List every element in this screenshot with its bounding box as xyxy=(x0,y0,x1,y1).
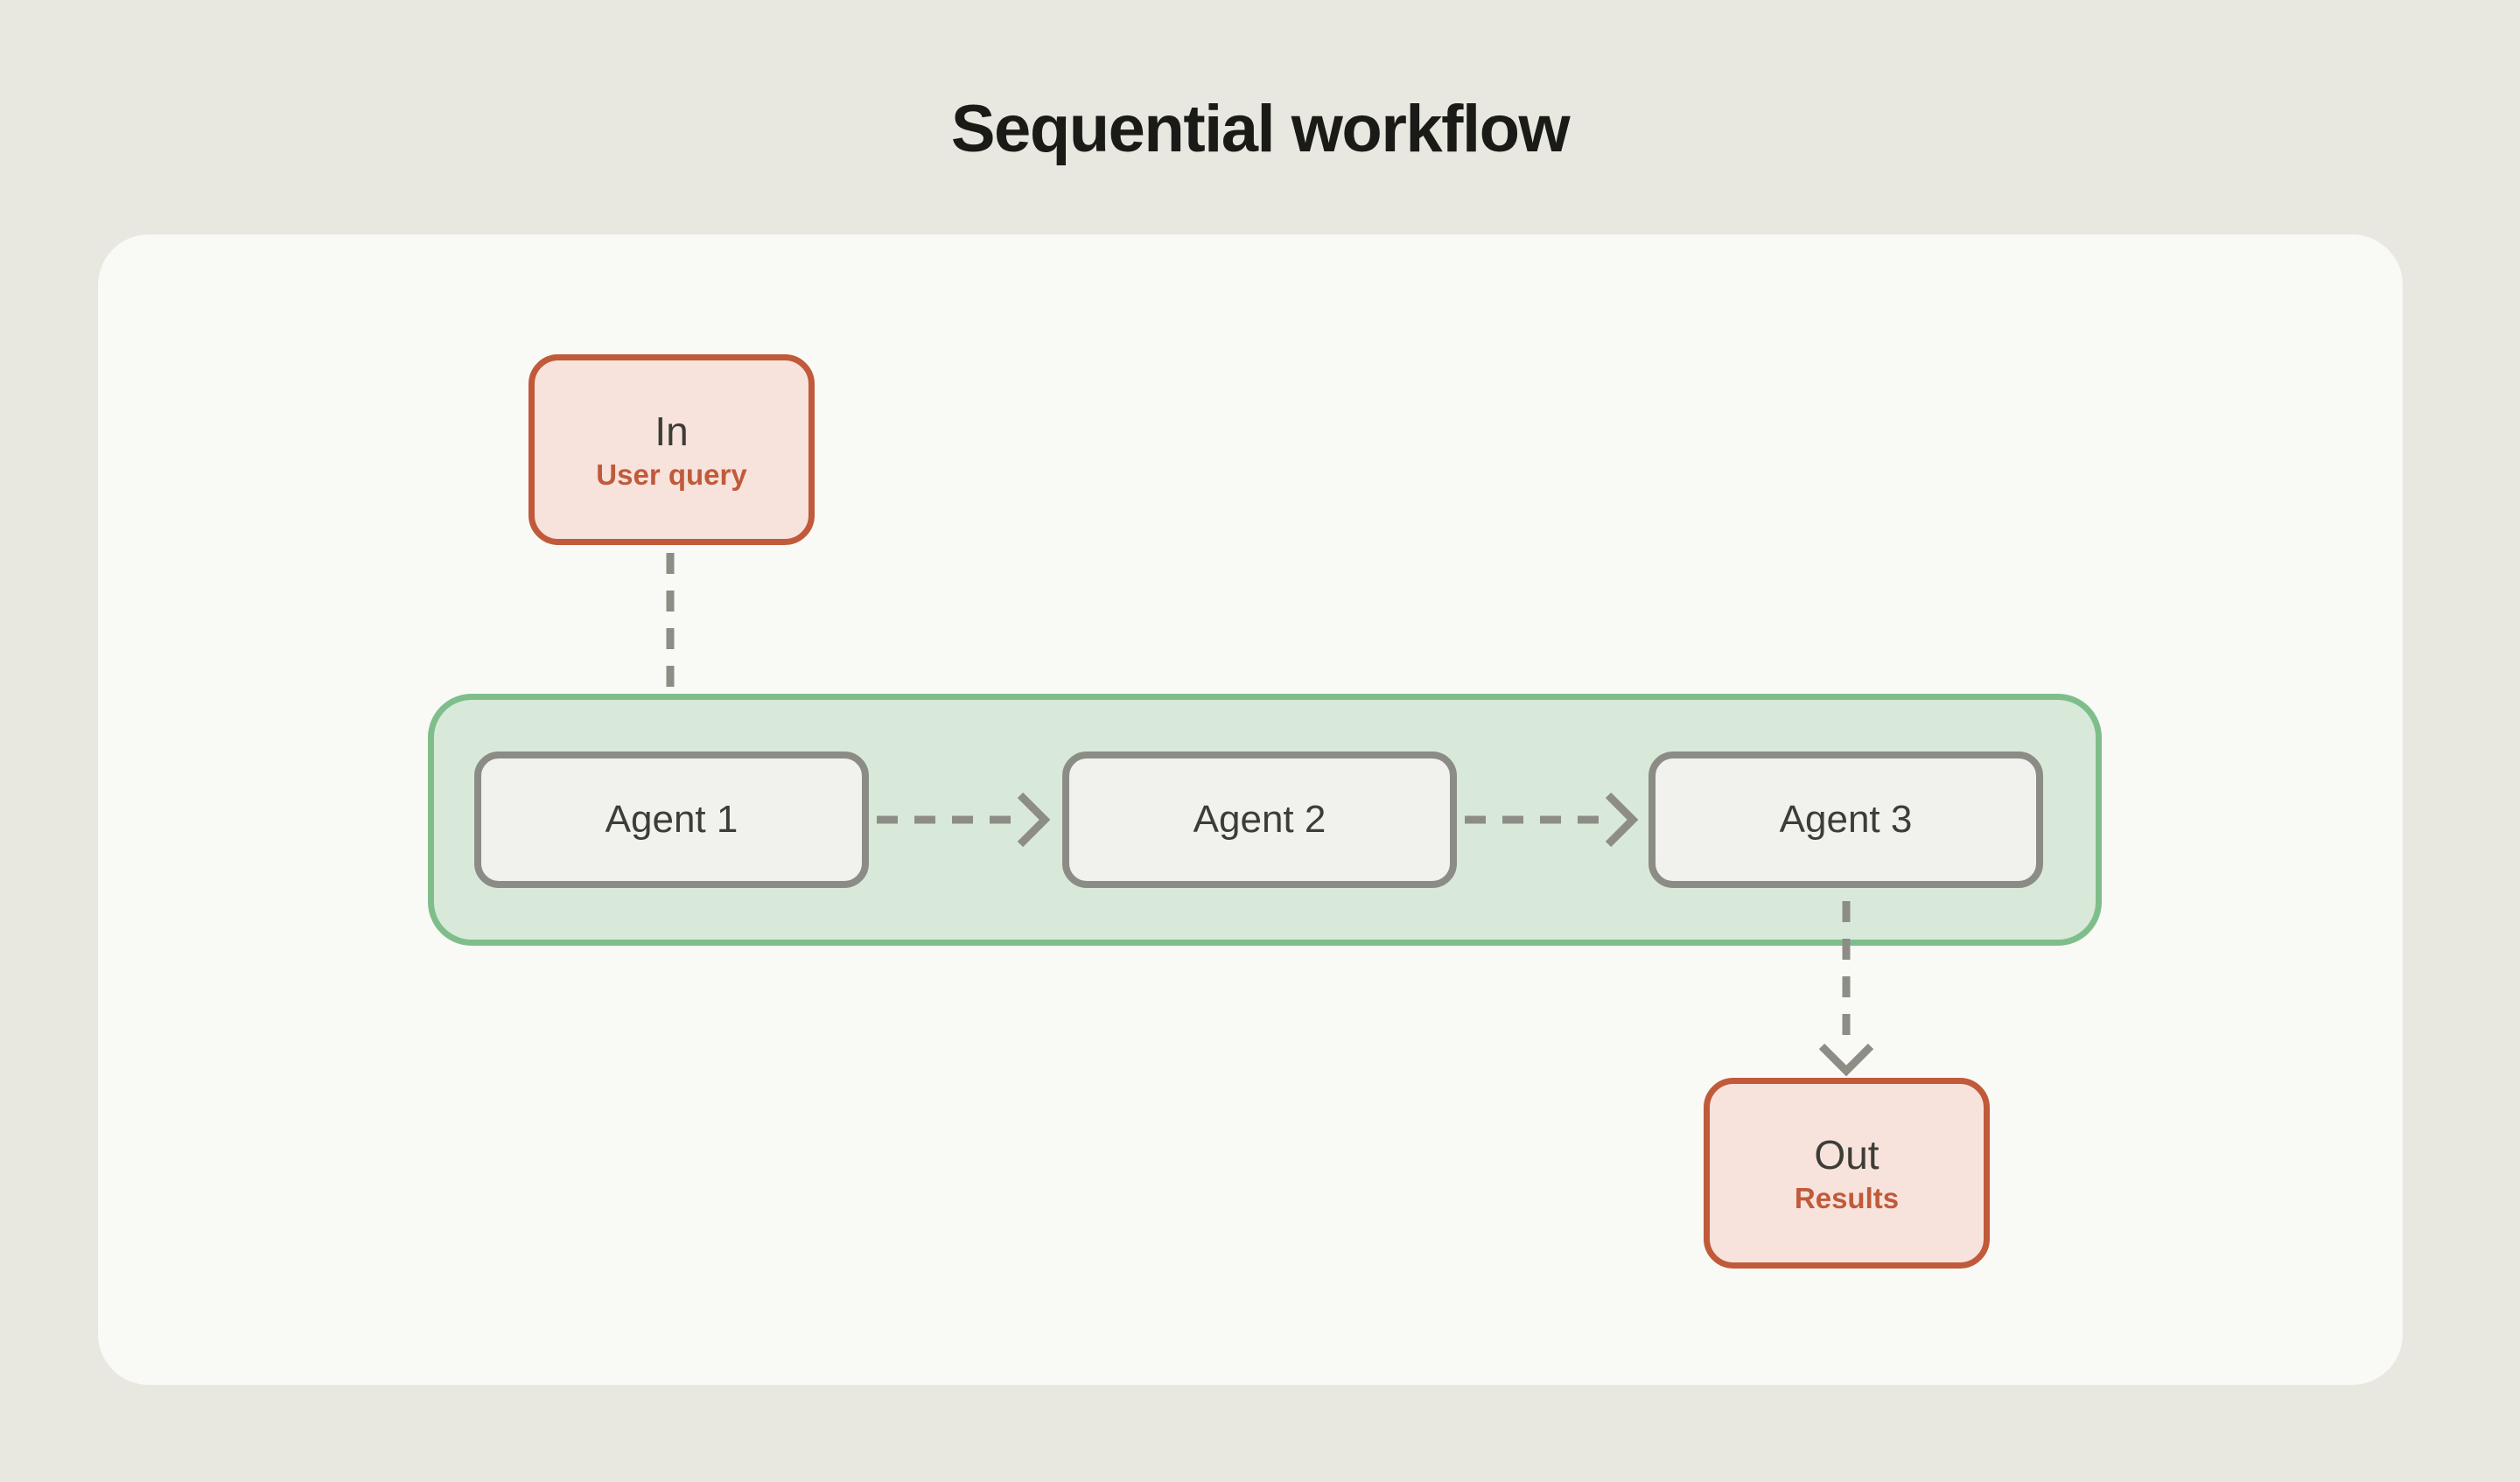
output-node-subtitle: Results xyxy=(1794,1181,1900,1214)
agent-1-node: Agent 1 xyxy=(474,751,869,888)
input-node: In User query xyxy=(528,354,815,545)
diagram-title: Sequential workflow xyxy=(950,92,1571,166)
arrow-agent1-to-agent2-icon xyxy=(877,792,1051,848)
agent-2-label: Agent 2 xyxy=(1193,798,1326,841)
output-node: Out Results xyxy=(1704,1078,1990,1269)
agent-3-node: Agent 3 xyxy=(1648,751,2043,888)
agent-1-label: Agent 1 xyxy=(605,798,738,841)
input-node-subtitle: User query xyxy=(596,458,747,491)
agent-3-label: Agent 3 xyxy=(1779,798,1913,841)
arrow-agent2-to-agent3-icon xyxy=(1465,792,1639,848)
input-node-title: In xyxy=(654,408,689,454)
output-node-title: Out xyxy=(1814,1131,1880,1178)
arrow-agent3-to-out-icon xyxy=(1818,901,1874,1077)
agent-2-node: Agent 2 xyxy=(1062,751,1457,888)
